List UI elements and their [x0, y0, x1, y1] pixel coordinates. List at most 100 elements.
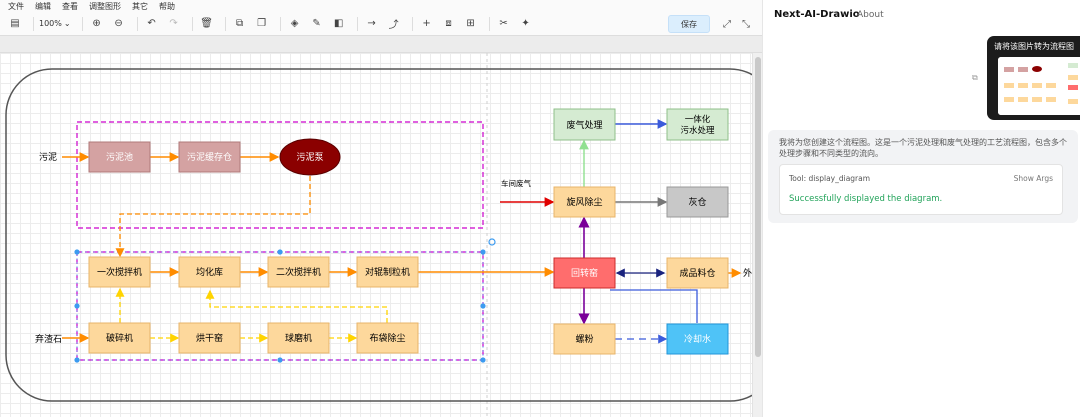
svg-text:破碎机: 破碎机 — [106, 332, 133, 344]
menu-view[interactable]: 查看 — [62, 1, 78, 11]
tool-call-box: Tool: display_diagram Show Args Successf… — [779, 164, 1063, 215]
menu-file[interactable]: 文件 — [8, 1, 24, 11]
node-mixer2[interactable]: 二次搅拌机 — [267, 256, 330, 288]
node-homogenizer[interactable]: 均化库 — [178, 256, 241, 288]
format-brush-icon[interactable]: ✂ — [499, 18, 508, 29]
toolbar-divider — [279, 16, 281, 31]
node-mixer1[interactable]: 一次搅拌机 — [88, 256, 151, 288]
svg-text:旋风除尘: 旋风除尘 — [566, 196, 602, 208]
scrollbar-thumb[interactable] — [755, 57, 761, 357]
node-sludge-pump[interactable]: 污泥泵 — [279, 138, 341, 176]
node-sludge-pool[interactable]: 污泥池 — [88, 141, 151, 173]
diagram-svg: 污泥池 污泥缓存仓 污泥泵 一次搅拌机 均化库 二次搅拌机 对辊制粒机 破碎机 … — [5, 53, 752, 417]
to-front-icon[interactable]: ⧉ — [236, 18, 244, 29]
diagram-canvas[interactable]: 污泥池 污泥缓存仓 污泥泵 一次搅拌机 均化库 二次搅拌机 对辊制粒机 破碎机 … — [0, 53, 752, 417]
redo-icon[interactable]: ↷ — [169, 18, 178, 29]
line-color-icon[interactable]: ✎ — [312, 18, 321, 29]
menu-edit[interactable]: 编辑 — [35, 1, 51, 11]
about-link[interactable]: About — [857, 10, 884, 20]
sludge-group[interactable] — [76, 121, 484, 229]
assistant-message-text: 我将为您创建这个流程图。这是一个污泥处理和废气处理的工艺流程图，包含多个处理步骤… — [779, 138, 1067, 158]
label-rock-input[interactable]: 弃渣石 — [35, 333, 62, 345]
save-button[interactable]: 保存 — [668, 15, 710, 33]
magic-icon[interactable]: ✦ — [521, 18, 530, 29]
edge-pump-mixer1[interactable] — [115, 176, 311, 258]
toolbar-divider — [356, 16, 358, 31]
zoom-out-icon[interactable]: ⊖ — [114, 18, 123, 29]
svg-text:一次搅拌机: 一次搅拌机 — [97, 266, 142, 278]
insert-icon[interactable]: + — [422, 18, 431, 29]
node-integrated[interactable]: 一体化 污水处理 — [666, 108, 729, 141]
svg-text:冷却水: 冷却水 — [684, 333, 711, 345]
delete-icon[interactable]: 🗑 — [200, 18, 213, 29]
thumbnail-preview — [998, 57, 1080, 115]
svg-text:灰仓: 灰仓 — [688, 196, 706, 208]
node-cooling[interactable]: 冷却水 — [666, 323, 729, 355]
connection-icon[interactable]: → — [367, 18, 376, 29]
user-message-text: 请将该图片转为流程图 — [994, 42, 1074, 51]
node-dryer[interactable]: 烘干窑 — [178, 322, 241, 354]
node-cyclone[interactable]: 旋风除尘 — [553, 186, 616, 218]
node-product[interactable]: 成品料仓 — [666, 257, 729, 289]
copy-icon[interactable]: ⧉ — [972, 73, 978, 82]
menu-arrange[interactable]: 调整图形 — [89, 1, 121, 11]
zoom-in-icon[interactable]: ⊕ — [92, 18, 101, 29]
format-panel-icon[interactable]: ▤ — [10, 18, 20, 29]
user-message-bubble: 请将该图片转为流程图 — [987, 36, 1080, 120]
app-title: Next-AI-Drawio — [774, 9, 860, 20]
svg-text:回转窑: 回转窑 — [571, 267, 598, 279]
outer-container[interactable] — [5, 68, 752, 402]
svg-text:均化库: 均化库 — [196, 266, 223, 278]
node-kiln[interactable]: 回转窑 — [553, 257, 616, 289]
svg-text:成品料仓: 成品料仓 — [679, 267, 715, 279]
svg-text:污泥缓存仓: 污泥缓存仓 — [187, 151, 232, 163]
integrated-line2: 污水处理 — [680, 125, 715, 136]
tool-name-label: Tool: display_diagram — [789, 174, 871, 183]
svg-text:球磨机: 球磨机 — [285, 332, 312, 344]
node-granulator[interactable]: 对辊制粒机 — [356, 256, 419, 288]
fullscreen-icon[interactable]: ⤢ — [723, 18, 731, 30]
edge-cooling-kiln[interactable] — [610, 289, 698, 323]
ruler — [0, 36, 762, 53]
svg-text:烘干窑: 烘干窑 — [196, 332, 223, 344]
table-icon[interactable]: ⊞ — [466, 18, 475, 29]
svg-text:二次搅拌机: 二次搅拌机 — [276, 266, 321, 278]
toolbar-divider — [33, 16, 34, 31]
node-ball-mill[interactable]: 球磨机 — [267, 322, 330, 354]
assistant-message-card: 我将为您创建这个流程图。这是一个污泥处理和废气处理的工艺流程图，包含多个处理步骤… — [768, 130, 1078, 223]
toolbar: ▤ 100% ⌄ ⊕ ⊖ ↶ ↷ 🗑 ⧉ ❐ ◈ ✎ ◧ → ⤴ + — [0, 12, 762, 36]
shadow-icon[interactable]: ◧ — [333, 18, 344, 29]
to-back-icon[interactable]: ❐ — [257, 18, 267, 29]
toolbar-divider — [224, 16, 226, 31]
svg-text:螺粉: 螺粉 — [575, 333, 593, 345]
toolbar-divider — [488, 16, 490, 31]
node-bag-filter[interactable]: 布袋除尘 — [356, 322, 419, 354]
collapse-icon[interactable]: ⤡ — [742, 18, 750, 30]
rotate-handle-icon[interactable] — [488, 238, 496, 246]
menu-help[interactable]: 帮助 — [159, 1, 175, 11]
zoom-select[interactable]: 100% ⌄ — [39, 19, 71, 28]
edge-bag-homog[interactable] — [205, 289, 388, 323]
node-gas-treatment[interactable]: 废气处理 — [553, 108, 616, 141]
node-ash[interactable]: 灰仓 — [666, 186, 729, 218]
undo-icon[interactable]: ↶ — [147, 18, 156, 29]
node-slag[interactable]: 螺粉 — [553, 323, 616, 355]
fill-color-icon[interactable]: ◈ — [290, 18, 299, 29]
label-sludge-input[interactable]: 污泥 — [39, 151, 57, 163]
waypoints-icon[interactable]: ⤴ — [388, 20, 399, 31]
show-args-button[interactable]: Show Args — [1013, 174, 1053, 183]
label-output[interactable]: 外 — [743, 267, 752, 279]
attached-image-thumbnail[interactable] — [998, 57, 1080, 115]
menu-extras[interactable]: 其它 — [132, 1, 148, 11]
selection-handles[interactable] — [74, 249, 486, 363]
toolbar-divider — [411, 16, 413, 31]
toolbar-divider — [81, 16, 83, 31]
node-sludge-storage[interactable]: 污泥缓存仓 — [178, 141, 241, 173]
label-workshop-gas[interactable]: 车间废气 — [501, 178, 531, 188]
vertical-scrollbar[interactable] — [752, 53, 762, 417]
chat-panel: Next-AI-Drawio About 请将该图片转为流程图 ⧉ — [762, 0, 1080, 417]
node-crusher[interactable]: 破碎机 — [88, 322, 151, 354]
svg-text:污泥池: 污泥池 — [106, 151, 133, 163]
shapes-icon[interactable]: ⧈ — [445, 18, 452, 29]
